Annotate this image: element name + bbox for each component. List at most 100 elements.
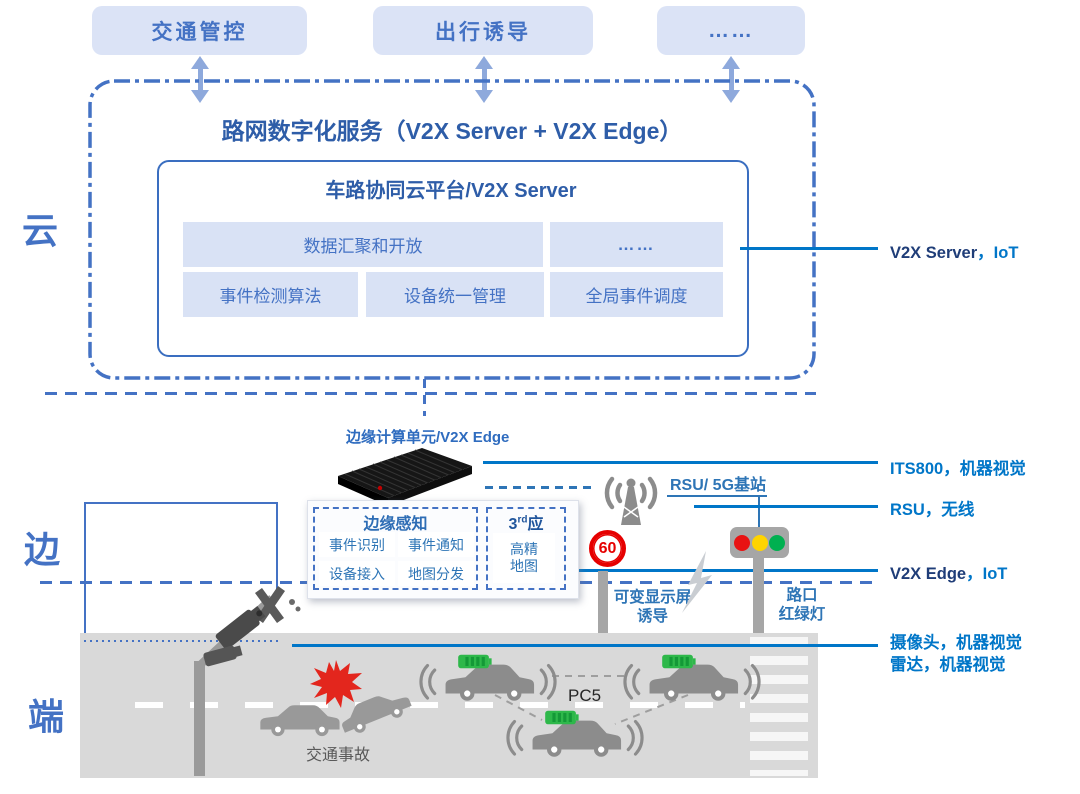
connector-rsu-to-signal	[758, 495, 760, 528]
layer-label-terminal: 端	[28, 696, 65, 737]
hd-map-line1: 高精	[510, 541, 538, 557]
crashed-car-left	[260, 705, 340, 737]
app-label-travel-guidance: 出行诱导	[435, 20, 531, 44]
perception-item-device-access: 设备接入	[319, 561, 395, 586]
explosion-icon	[310, 660, 362, 708]
accident-label: 交通事故	[306, 747, 371, 764]
annotation-rsu: RSU，无线	[890, 496, 974, 520]
app-box-more: ……	[657, 6, 805, 55]
vms-line2: 诱导	[636, 608, 668, 625]
crashed-car-right	[342, 696, 412, 733]
traffic-light-icon	[730, 527, 789, 558]
annotation-text: RSU，无线	[890, 501, 975, 519]
callout-frame-right	[276, 502, 278, 592]
annotation-strong: V2X Server	[890, 244, 978, 262]
wireless-dashed-link	[485, 486, 593, 489]
third-app-base: 3	[508, 516, 518, 533]
rsu-5g-label: RSU/ 5G基站	[670, 477, 767, 494]
annotation-rest: ，IoT	[966, 565, 1008, 583]
rsu-label-underline	[667, 495, 767, 497]
road-centerline	[135, 702, 745, 708]
item-label: 事件通知	[408, 536, 464, 553]
callout-frame-left	[84, 502, 86, 633]
annotation-v2x-edge: V2X Edge，IoT	[890, 560, 1007, 584]
perception-item-map-distribution: 地图分发	[398, 561, 474, 586]
connected-car	[623, 654, 761, 701]
third-app-tail: 应	[527, 516, 544, 533]
callout-frame-top	[84, 502, 278, 504]
connector-line-rsu	[694, 505, 878, 508]
app-box-travel-guidance: 出行诱导	[373, 6, 593, 55]
item-label: 事件识别	[329, 536, 385, 553]
connected-car	[419, 654, 557, 701]
perception-item-event-notification: 事件通知	[398, 532, 474, 557]
obu-battery-icon	[458, 654, 492, 669]
edge-perception-title: 边缘感知	[363, 516, 428, 533]
third-app-sup: rd	[517, 514, 528, 526]
crosswalk	[750, 637, 808, 776]
lightning-icon	[682, 551, 712, 613]
module-more: ……	[550, 222, 723, 267]
cctv-camera-icon	[203, 645, 243, 667]
connector-line-v2x-server	[740, 247, 878, 250]
traffic-light-pole	[753, 558, 764, 635]
obu-battery-icon	[545, 710, 579, 725]
vms-label: 可变显示屏 诱导	[605, 588, 700, 626]
separator-cloud-edge	[45, 392, 816, 395]
annotation-its800: ITS800，机器视觉	[890, 455, 1026, 479]
app-label-traffic-control: 交通管控	[151, 20, 248, 44]
module-label: 数据汇聚和开放	[303, 237, 423, 256]
hd-map-line2: 地图	[510, 558, 538, 574]
module-event-detection: 事件检测算法	[183, 272, 358, 317]
perception-item-event-recognition: 事件识别	[319, 532, 395, 557]
platform-title: 车路协同云平台/V2X Server	[325, 180, 577, 202]
camera-pole	[194, 661, 205, 776]
roadside-sensor-pole	[194, 586, 301, 776]
green-lamp	[769, 534, 785, 551]
connected-car	[506, 710, 644, 757]
connector-line-its800	[483, 461, 878, 464]
item-label: 地图分发	[408, 565, 464, 582]
bidirectional-arrow-icon	[720, 56, 742, 103]
pc5-link-lines	[494, 675, 689, 725]
signal-line1: 路口	[786, 587, 818, 604]
speed-limit-sign: 60	[589, 530, 626, 567]
vms-pole	[598, 571, 608, 635]
edge-perception-box	[313, 507, 478, 590]
annotation-text: ITS800，机器视觉	[890, 460, 1026, 478]
module-label: ……	[617, 234, 656, 254]
app-label-more: ……	[708, 18, 754, 42]
red-lamp	[734, 534, 750, 551]
annotation-strong: V2X Edge	[890, 565, 967, 583]
edge-unit-label: 边缘计算单元/V2X Edge	[346, 429, 510, 446]
obu-battery-icon	[662, 654, 696, 669]
pc5-label: PC5	[568, 686, 602, 705]
yellow-lamp	[751, 534, 768, 551]
connector-cloud-to-edge	[423, 379, 426, 416]
app-box-traffic-control: 交通管控	[92, 6, 307, 55]
annotation-v2x-server: V2X Server，IoT	[890, 239, 1018, 263]
module-label: 全局事件调度	[585, 287, 688, 306]
annotation-text: 雷达，机器视觉	[890, 656, 1006, 674]
annotation-radar: 雷达，机器视觉	[890, 651, 1006, 675]
cloud-service-title: 路网数字化服务（V2X Server + V2X Edge）	[221, 118, 683, 144]
third-app-title: 3rd应	[486, 510, 566, 534]
module-label: 设备统一管理	[404, 287, 506, 306]
annotation-camera: 摄像头，机器视觉	[890, 629, 1022, 653]
vms-line1: 可变显示屏	[613, 589, 692, 606]
cctv-camera-icon	[215, 606, 266, 650]
callout-dotted-line	[84, 640, 280, 642]
module-device-management: 设备统一管理	[366, 272, 544, 317]
cloud-layer-dashed-border	[88, 79, 816, 380]
edge-device-image	[338, 448, 472, 506]
module-global-dispatch: 全局事件调度	[550, 272, 723, 317]
third-app-box	[486, 507, 566, 590]
module-data-aggregation: 数据汇聚和开放	[183, 222, 543, 267]
signal-label: 路口 红绿灯	[770, 586, 834, 624]
layer-label-edge: 边	[24, 529, 61, 570]
connector-line-sensors	[292, 644, 878, 647]
bidirectional-arrow-icon	[189, 56, 211, 103]
connector-line-v2x-edge	[566, 569, 878, 572]
annotation-text: 摄像头，机器视觉	[890, 634, 1022, 652]
